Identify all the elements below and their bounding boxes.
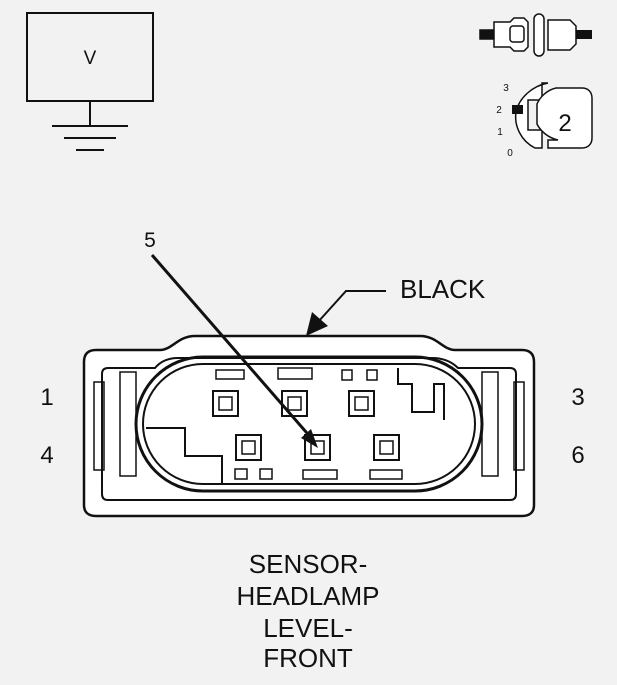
keying-step-left — [146, 427, 223, 484]
pin-5-leader — [150, 254, 318, 448]
voltmeter-label: V — [84, 48, 97, 69]
connector-side-icon — [479, 13, 592, 57]
pin-number-4: 4 — [40, 442, 53, 469]
right-latch — [513, 381, 525, 471]
terminal-pin-6 — [373, 434, 400, 461]
title-line-4: FRONT — [263, 643, 353, 673]
title-line-2: HEADLAMP — [236, 581, 379, 611]
connector-housing — [82, 334, 536, 518]
pin-number-6: 6 — [571, 442, 584, 469]
color-callout: BLACK — [400, 274, 486, 304]
color-leader — [306, 290, 386, 336]
terminal-pin-4 — [235, 434, 262, 461]
slot — [277, 367, 313, 380]
slot — [215, 369, 245, 380]
position-selected-label: 2 — [558, 110, 571, 137]
slot — [302, 469, 338, 480]
terminal-pin-2 — [281, 390, 308, 417]
position-switch-icon — [512, 82, 593, 149]
position-tick-2: 2 — [496, 105, 502, 116]
position-tick-3: 3 — [503, 83, 509, 94]
oval-cavity-outer — [134, 355, 484, 493]
slot — [366, 369, 378, 381]
slot — [234, 468, 248, 480]
slot — [259, 468, 273, 480]
title-line-1: SENSOR- — [249, 549, 367, 579]
slot — [369, 469, 403, 480]
left-latch — [93, 381, 105, 471]
pin-terminals — [212, 390, 400, 461]
oval-cavity-inner — [142, 363, 476, 485]
title-line-3: LEVEL- — [263, 613, 353, 643]
pin-number-1: 1 — [40, 384, 53, 411]
terminal-pin-1 — [212, 390, 239, 417]
terminal-pin-3 — [348, 390, 375, 417]
connector-face — [82, 334, 536, 518]
position-tick-0: 0 — [507, 148, 513, 159]
slot — [341, 369, 353, 381]
pin-number-3: 3 — [571, 384, 584, 411]
connector-shell — [101, 357, 517, 501]
pin-5-callout: 5 — [144, 229, 156, 252]
position-tick-1: 1 — [497, 127, 503, 138]
voltmeter-symbol — [26, 12, 154, 151]
keying-step-right — [397, 368, 445, 420]
